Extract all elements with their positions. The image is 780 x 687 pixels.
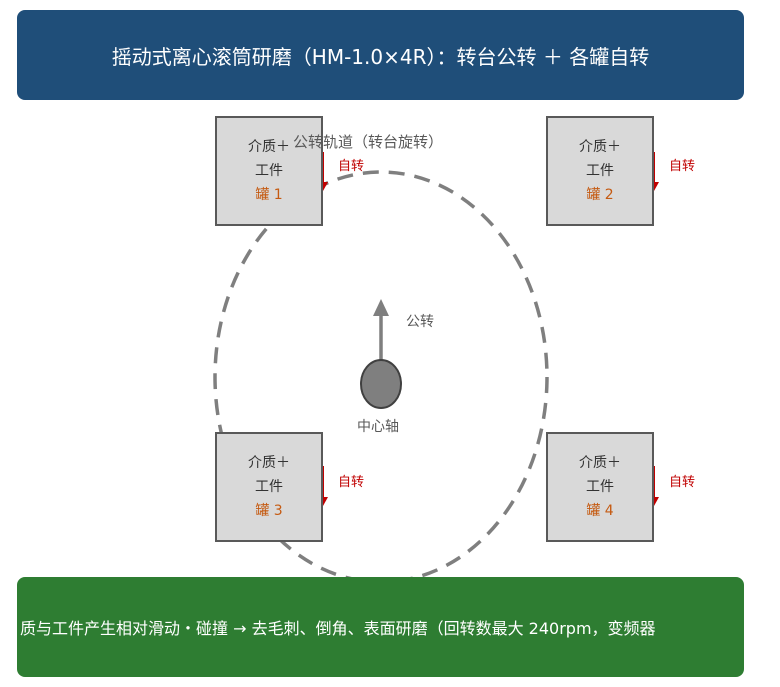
tank-content-line1: 介质＋ xyxy=(579,139,621,155)
revolution-label: 公转 xyxy=(406,314,434,330)
tank-content-line2: 工件 xyxy=(586,163,614,179)
title-text: 摇动式离心滚筒研磨（HM-1.0×4R）：转台公转 ＋ 各罐自转 xyxy=(111,44,650,69)
tank-name: 罐 1 xyxy=(255,187,283,203)
tank-content-line2: 工件 xyxy=(255,479,283,495)
tank-3: 介质＋ 工件 罐 3 xyxy=(215,432,323,542)
footer-text: 质与工件产生相对滑动・碰撞 → 去毛刺、倒角、表面研磨（回转数最大 240rpm… xyxy=(20,619,656,638)
center-axis-icon xyxy=(360,359,402,409)
revolution-arrow-icon xyxy=(373,299,389,316)
tank-name: 罐 4 xyxy=(586,503,614,519)
tank-name: 罐 2 xyxy=(586,187,614,203)
title-banner: 摇动式离心滚筒研磨（HM-1.0×4R）：转台公转 ＋ 各罐自转 xyxy=(17,10,744,100)
tank-1: 介质＋ 工件 罐 1 xyxy=(215,116,323,226)
spin-label-tank-3: 自转 xyxy=(338,475,365,490)
tank-2: 介质＋ 工件 罐 2 xyxy=(546,116,654,226)
orbit-label: 公转轨道（转台旋转） xyxy=(293,133,444,151)
spin-label-tank-2: 自转 xyxy=(669,159,696,174)
tank-name: 罐 3 xyxy=(255,503,283,519)
spin-label-tank-1: 自转 xyxy=(338,159,365,174)
spin-label-tank-4: 自转 xyxy=(669,475,696,490)
tank-content-line1: 介质＋ xyxy=(579,455,621,471)
tank-4: 介质＋ 工件 罐 4 xyxy=(546,432,654,542)
footer-banner: 质与工件产生相对滑动・碰撞 → 去毛刺、倒角、表面研磨（回转数最大 240rpm… xyxy=(17,577,744,677)
center-axis-label: 中心轴 xyxy=(357,419,399,435)
tank-content-line2: 工件 xyxy=(586,479,614,495)
tank-content-line2: 工件 xyxy=(255,163,283,179)
tank-content-line1: 介质＋ xyxy=(248,139,290,155)
tank-content-line1: 介质＋ xyxy=(248,455,290,471)
